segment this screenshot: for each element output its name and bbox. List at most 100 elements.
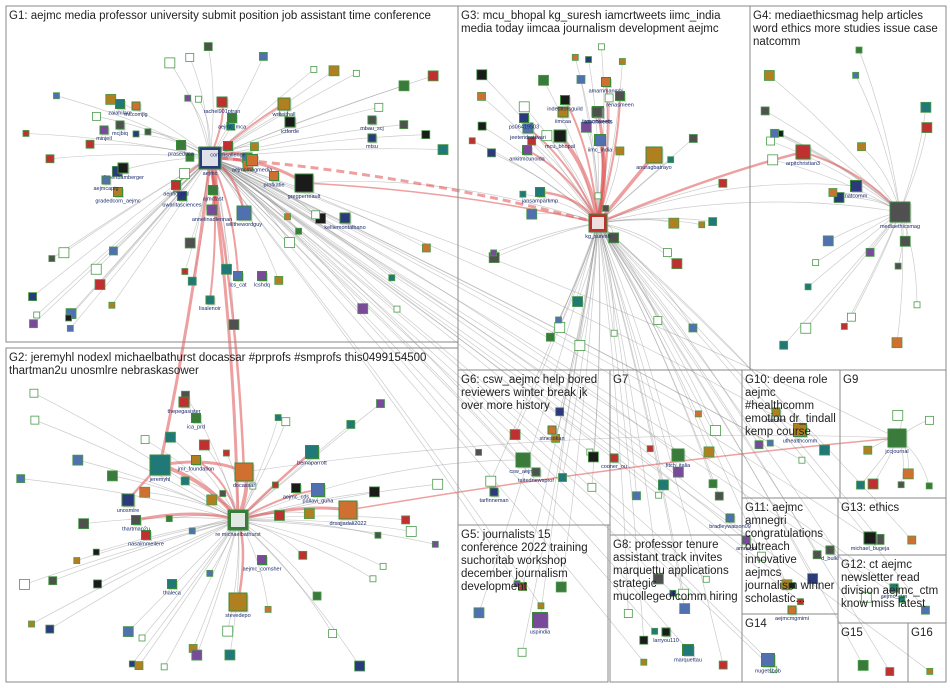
node-uspindia[interactable]: uspindia xyxy=(530,612,551,636)
node-jeremyhl[interactable]: jeremyhl xyxy=(149,454,172,483)
node-label: larryou110 xyxy=(653,638,679,644)
node-stnesokan[interactable]: stnesokan xyxy=(539,425,565,442)
edge xyxy=(783,211,901,346)
node-aejmcmgmimi[interactable]: aejmcmgmimi xyxy=(775,605,809,622)
node-drsajjadali2022[interactable]: drsajjadali2022 xyxy=(330,500,367,527)
node-willthewordguy[interactable]: willthewordguy xyxy=(225,205,262,228)
node-michaelbathurst[interactable]: re michaelbathurst xyxy=(215,509,261,538)
node-jccjournal[interactable]: jccjournal xyxy=(884,428,909,455)
node-ica-prd[interactable]: ica_prd xyxy=(187,413,205,431)
node-profkatie[interactable]: profkatie xyxy=(263,171,285,189)
node-aejmcapig[interactable]: aejmcapig xyxy=(93,175,119,192)
node-label: amammanmhi xyxy=(589,89,624,95)
node-natcomm[interactable]: natcomm xyxy=(845,180,868,200)
node-lcs-cat[interactable]: lcs_cat xyxy=(229,271,247,289)
node-lisalenoir[interactable]: lisalenoir xyxy=(199,295,221,312)
edge xyxy=(24,519,239,585)
minor-node xyxy=(819,444,830,456)
minor-node xyxy=(757,551,766,561)
node-michael-bugeja[interactable]: michael_bugeja xyxy=(851,531,890,552)
node-thepegasister[interactable]: thepegasister xyxy=(167,396,201,415)
node-nugetsbob[interactable]: nugetsbob xyxy=(755,653,781,675)
node-lcshdq[interactable]: lcshdq xyxy=(254,271,270,289)
node-stevedepo[interactable]: stevedepo xyxy=(225,592,251,619)
node-amnegri[interactable]: amnegri xyxy=(736,535,756,552)
node-praseduca[interactable]: praseduca xyxy=(168,140,195,158)
minor-node xyxy=(284,237,296,248)
node-uwaritasciences[interactable]: uwaritasciences xyxy=(162,191,202,209)
node-tarfinneman[interactable]: tarfinneman xyxy=(479,487,509,504)
minor-node xyxy=(477,91,486,101)
group-label-g11: amnegri xyxy=(745,515,787,527)
node-aejmc-pfd[interactable]: aejmc_pfd xyxy=(163,180,189,198)
node-label: ica_prd xyxy=(187,425,205,431)
node-writeithall[interactable]: writeithall xyxy=(272,97,296,118)
node-mcu-bhopal[interactable]: mcu_bhopal xyxy=(545,129,575,150)
node-mediaethicsmag[interactable]: mediaethicsmag xyxy=(880,201,920,230)
node-label: minjeil xyxy=(96,136,112,142)
node-renasmeen[interactable]: renasmeen xyxy=(606,91,634,109)
node-marquettau[interactable]: marquettau xyxy=(674,644,702,664)
node-ajmctast[interactable]: ajmctast xyxy=(203,185,224,203)
node-aejmc-comsher[interactable]: aejmc_comsher xyxy=(243,555,282,573)
node-d-bulkl[interactable]: d_bulkl xyxy=(821,545,839,562)
node-aejmc-cds[interactable]: aejmc_cds xyxy=(283,483,310,501)
edge xyxy=(574,57,599,224)
node-dirnenbamberger[interactable]: dirnenbamberger xyxy=(102,162,144,181)
node-anuragbatrayo[interactable]: anuragbatrayo xyxy=(636,146,672,171)
edge xyxy=(559,222,599,412)
node-amammanmhi[interactable]: amammanmhi xyxy=(589,77,624,95)
node-bradleywatson09[interactable]: bradleywatson09 xyxy=(709,513,751,530)
node-kg-suresh[interactable]: kg_suresh xyxy=(585,213,611,240)
minor-node xyxy=(374,102,384,112)
node-ps06419503[interactable]: ps06419503 xyxy=(509,113,539,131)
node-tamcrtweets[interactable]: tamcrtweets xyxy=(582,106,612,125)
minor-node xyxy=(72,454,84,466)
node-mtsu[interactable]: mtsu xyxy=(366,133,378,150)
node-aejmc-ctm[interactable]: aejmc_ctm xyxy=(881,583,908,600)
node-label: stevedepo xyxy=(225,613,250,619)
node-iimcaa[interactable]: iimcaa xyxy=(555,106,572,125)
node-nasaimmeilere[interactable]: nasaimmeilere xyxy=(128,530,164,548)
node-rachel901ptran[interactable]: rachel901ptran xyxy=(204,96,241,115)
node-fitch-italia[interactable]: fitch_italia xyxy=(666,448,691,469)
node-aejmc-mca[interactable]: aejmc_mca xyxy=(218,113,247,131)
node-commsallenge[interactable]: commsallenge xyxy=(210,141,246,159)
edge xyxy=(522,222,599,587)
node-gregperreault[interactable]: gregperreault xyxy=(288,173,321,200)
node-mackert[interactable]: mackert xyxy=(766,407,786,424)
node-unosmlre[interactable]: unosmlre xyxy=(117,493,140,514)
node-mccomjlg[interactable]: mccomjlg xyxy=(124,101,148,118)
node-indeditorsguild[interactable]: indeditorsguild xyxy=(547,95,583,113)
strong-edge xyxy=(347,437,898,511)
node-ictforde[interactable]: ictforde xyxy=(281,116,299,135)
node-bemaparrott[interactable]: bemaparrott xyxy=(297,445,327,467)
group-label-g11: outreach xyxy=(745,541,790,553)
node-aejmcmagmedia[interactable]: aejmcmagmedia xyxy=(232,154,273,174)
minor-node xyxy=(576,75,586,84)
node-csw-aejmc[interactable]: csw_aejmc xyxy=(509,452,537,475)
node-gradedcom-aejmc[interactable]: gradedcom_aejmc xyxy=(95,187,141,205)
node-uthealthcomm[interactable]: uthealthcomm xyxy=(783,423,818,445)
node-mbau-scj[interactable]: mbau_scj xyxy=(360,115,384,132)
node-arpitchristian3[interactable]: arpitchristian3 xyxy=(786,144,820,167)
node-iimc-india[interactable]: iimc_india xyxy=(588,134,613,154)
node-pallavi-guha[interactable]: pallavi_guha xyxy=(303,483,335,505)
node-minjeil[interactable]: minjeil xyxy=(96,125,112,142)
node-zaiahilare[interactable]: zaiahilare xyxy=(108,99,132,117)
node-mcjbiq[interactable]: mcjbiq xyxy=(112,120,128,137)
node-larryou110[interactable]: larryou110 xyxy=(653,627,679,644)
node-kelliemontalbano[interactable]: kelliemontalbano xyxy=(324,212,366,231)
node-annelinadlennan[interactable]: annelinadlennan xyxy=(192,204,232,223)
node-aejmc[interactable]: aejmc xyxy=(198,146,223,177)
minor-node xyxy=(19,579,30,590)
node-taitednewsprof[interactable]: taitednewsprof xyxy=(518,467,554,484)
node-docassar[interactable]: docassar xyxy=(233,462,255,489)
node-cooner-ou[interactable]: cooner_ou xyxy=(601,453,627,470)
node-thaleca[interactable]: thaleca xyxy=(163,579,182,597)
edge xyxy=(56,95,211,159)
node-ankitmcunoida[interactable]: ankitmcunoida xyxy=(509,145,546,163)
node-thartman2u[interactable]: thartman2u xyxy=(122,515,150,533)
node-jmr-foundation[interactable]: jmr_foundation xyxy=(177,455,214,473)
node-jansamparkmp[interactable]: jansamparkmp xyxy=(521,187,558,205)
